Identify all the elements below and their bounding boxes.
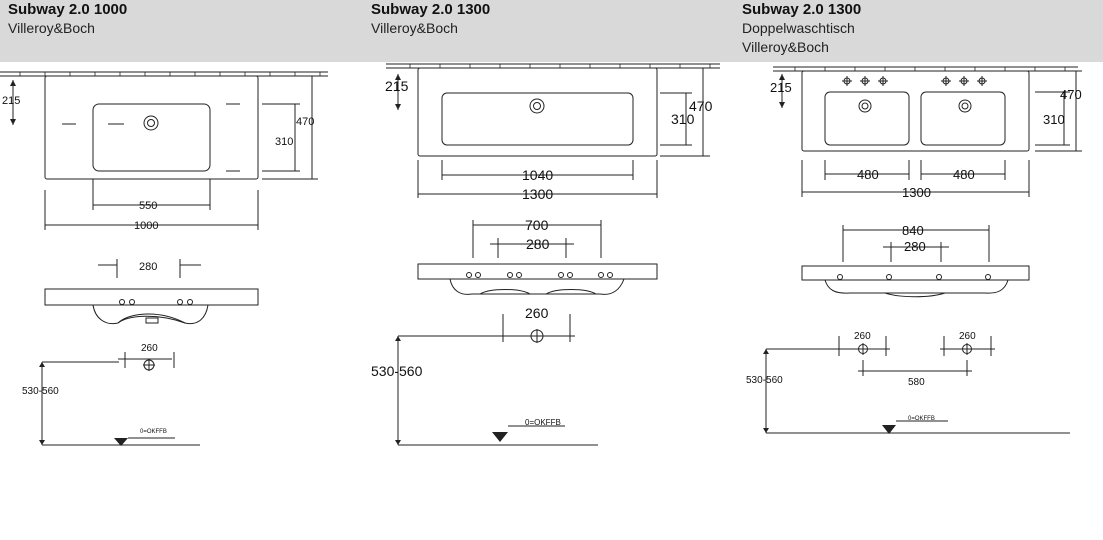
dim-height: 530-560 [371,363,423,379]
dim-260-right: 260 [959,331,976,342]
dim-height: 530-560 [22,386,59,397]
drawing-3-front-view [763,225,1070,434]
product-brand: Villeroy&Boch [371,20,458,36]
dim-310: 310 [275,136,293,148]
dim-700: 700 [525,217,549,233]
product-title: Subway 2.0 1300 [742,1,862,18]
dim-280: 280 [526,236,550,252]
dim-280: 280 [139,261,157,273]
product-subtitle: Doppelwaschtisch [742,20,855,36]
drawing-1-front-view [39,259,259,446]
dim-480-right: 480 [953,167,975,182]
dim-470: 470 [1060,87,1082,102]
dim-height: 530-560 [746,375,783,386]
dim-1000: 1000 [134,220,158,232]
dim-310: 310 [1043,112,1065,127]
dim-480-left: 480 [857,167,879,182]
dim-580: 580 [908,377,925,388]
product-brand: Villeroy&Boch [742,39,829,55]
dim-260: 260 [141,343,158,354]
floor-label: 0=OKFFB [525,418,561,427]
drawing-2-front-view [395,220,658,446]
dim-310: 310 [671,111,695,127]
dim-1300: 1300 [522,186,553,202]
product-header-2: Subway 2.0 1300 Villeroy&Boch [371,0,490,38]
dim-215: 215 [2,95,20,107]
product-header-1: Subway 2.0 1000 Villeroy&Boch [8,0,127,38]
product-header-3: Subway 2.0 1300 Doppelwaschtisch Villero… [742,0,861,57]
drawing-3-top-view [773,66,1082,197]
floor-label: 0=OKFFB [140,429,167,435]
drawing-1-top-view [0,71,328,230]
product-title: Subway 2.0 1300 [371,1,491,18]
drawing-2-top-view [386,63,720,198]
product-title: Subway 2.0 1000 [8,1,128,18]
floor-label: 0=OKFFB [908,416,935,422]
dim-260: 260 [525,305,549,321]
dim-840: 840 [902,223,924,238]
dim-1300: 1300 [902,185,931,200]
dim-280: 280 [904,239,926,254]
product-brand: Villeroy&Boch [8,20,95,36]
dim-215: 215 [385,78,409,94]
dim-550: 550 [139,200,157,212]
dim-260-left: 260 [854,331,871,342]
dim-470: 470 [296,116,314,128]
dim-215: 215 [770,80,792,95]
dim-470: 470 [689,98,713,114]
header-band [0,0,1103,62]
dim-1040: 1040 [522,167,553,183]
